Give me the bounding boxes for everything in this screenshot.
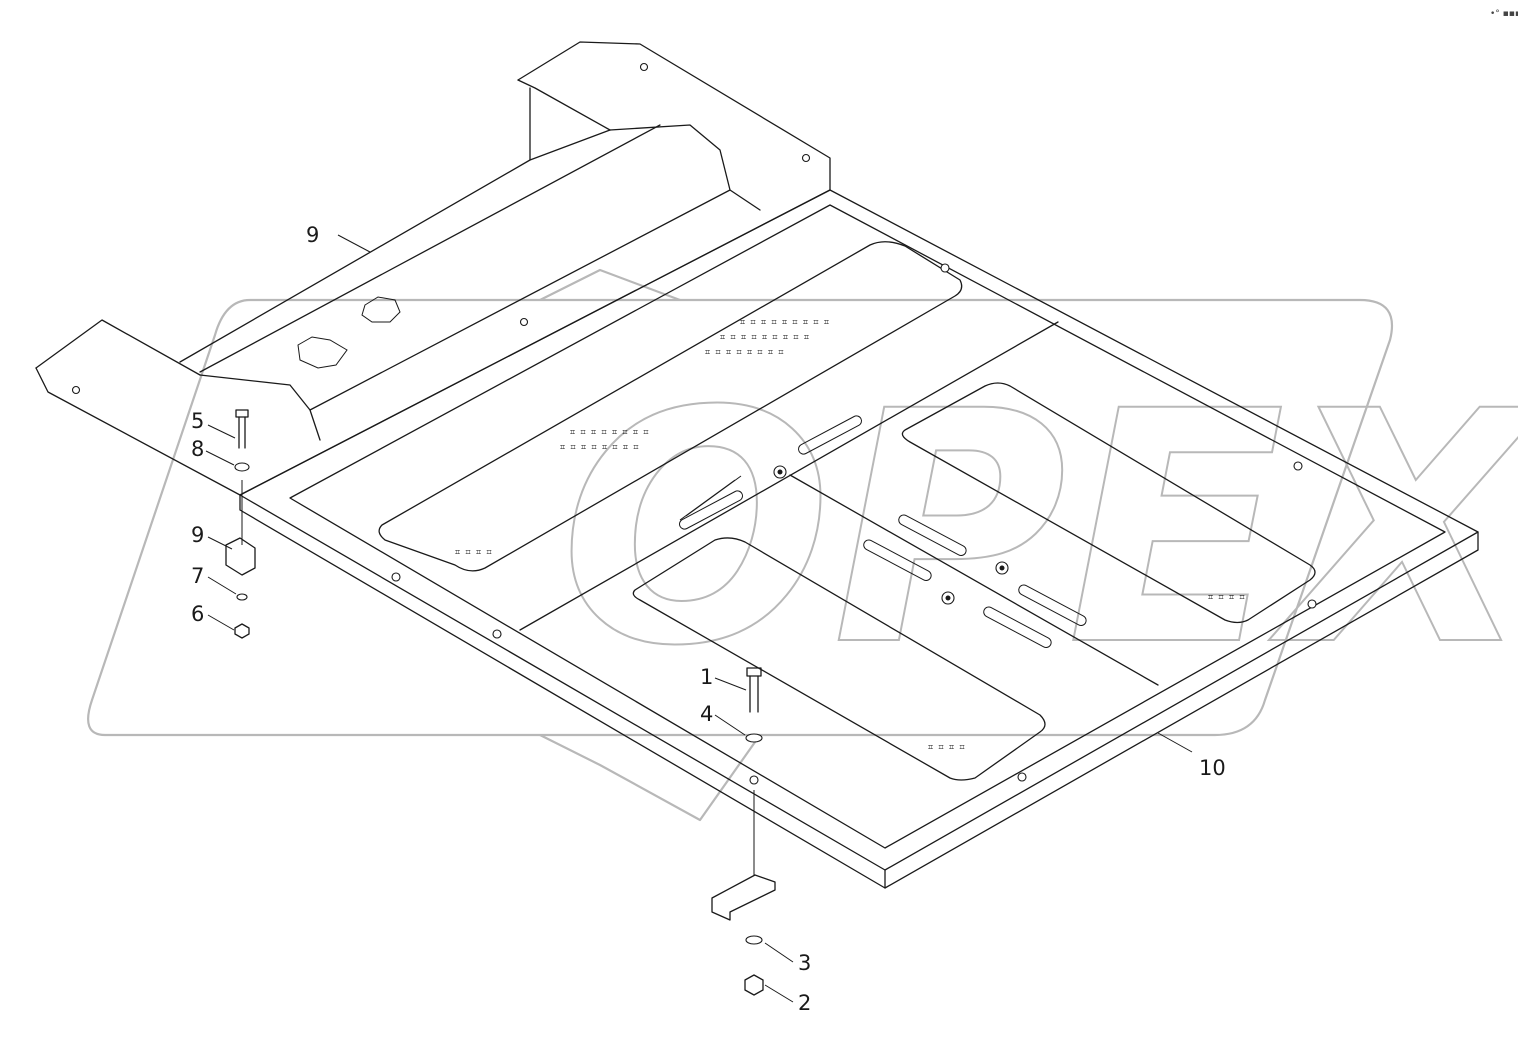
svg-text:⌗ ⌗ ⌗ ⌗: ⌗ ⌗ ⌗ ⌗ <box>1208 593 1245 603</box>
leader-lines <box>205 234 1193 1003</box>
callout-8: 8 <box>191 437 204 461</box>
svg-text:⌗ ⌗ ⌗ ⌗: ⌗ ⌗ ⌗ ⌗ <box>928 743 965 753</box>
svg-text:⌗ ⌗ ⌗ ⌗ ⌗ ⌗ ⌗ ⌗ ⌗: ⌗ ⌗ ⌗ ⌗ ⌗ ⌗ ⌗ ⌗ ⌗ <box>740 318 829 328</box>
callout-9-lower: 9 <box>191 523 204 547</box>
part-10-platform: ⌗ ⌗ ⌗ ⌗ ⌗ ⌗ ⌗ ⌗ ⌗ ⌗ ⌗ ⌗ ⌗ ⌗ ⌗ ⌗ ⌗ ⌗ ⌗ ⌗ … <box>239 189 1479 889</box>
svg-text:⌗ ⌗ ⌗ ⌗ ⌗ ⌗ ⌗ ⌗ ⌗: ⌗ ⌗ ⌗ ⌗ ⌗ ⌗ ⌗ ⌗ ⌗ <box>720 333 809 343</box>
watermark-text: OPEX <box>560 344 1518 716</box>
callout-6: 6 <box>191 602 204 626</box>
callout-5: 5 <box>191 409 204 433</box>
opex-watermark: OPEX <box>87 268 1518 822</box>
svg-text:⌗ ⌗ ⌗ ⌗ ⌗ ⌗ ⌗ ⌗: ⌗ ⌗ ⌗ ⌗ ⌗ ⌗ ⌗ ⌗ <box>560 443 638 453</box>
callout-4: 4 <box>700 702 713 726</box>
callout-9-upper: 9 <box>306 223 319 247</box>
svg-text:⌗ ⌗ ⌗ ⌗: ⌗ ⌗ ⌗ ⌗ <box>455 548 492 558</box>
callout-labels: 9 5 8 9 7 6 1 4 3 2 10 <box>191 223 1226 1015</box>
fasteners <box>225 409 776 996</box>
callout-10: 10 <box>1199 756 1226 780</box>
callout-1: 1 <box>700 665 713 689</box>
callout-2: 2 <box>798 991 811 1015</box>
corner-mark: •° ▪▪▪ <box>1490 9 1518 19</box>
svg-text:⌗ ⌗ ⌗ ⌗ ⌗ ⌗ ⌗ ⌗: ⌗ ⌗ ⌗ ⌗ ⌗ ⌗ ⌗ ⌗ <box>570 428 648 438</box>
callout-3: 3 <box>798 951 811 975</box>
callout-7: 7 <box>191 564 204 588</box>
svg-text:⌗ ⌗ ⌗ ⌗ ⌗ ⌗ ⌗ ⌗: ⌗ ⌗ ⌗ ⌗ ⌗ ⌗ ⌗ ⌗ <box>705 348 783 358</box>
